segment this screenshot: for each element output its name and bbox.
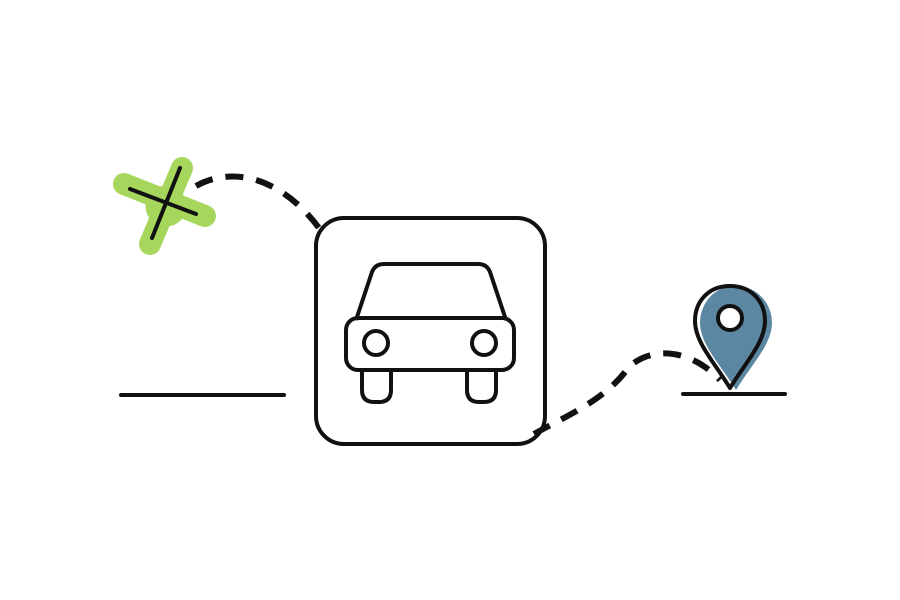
car-icon-frame [314, 216, 547, 446]
car-icon [314, 216, 547, 446]
dashed-route-car-to-destination [532, 350, 723, 437]
map-pin-icon [693, 284, 772, 390]
x-mark-icon [113, 157, 216, 255]
dashed-route-start-to-car [194, 173, 325, 234]
